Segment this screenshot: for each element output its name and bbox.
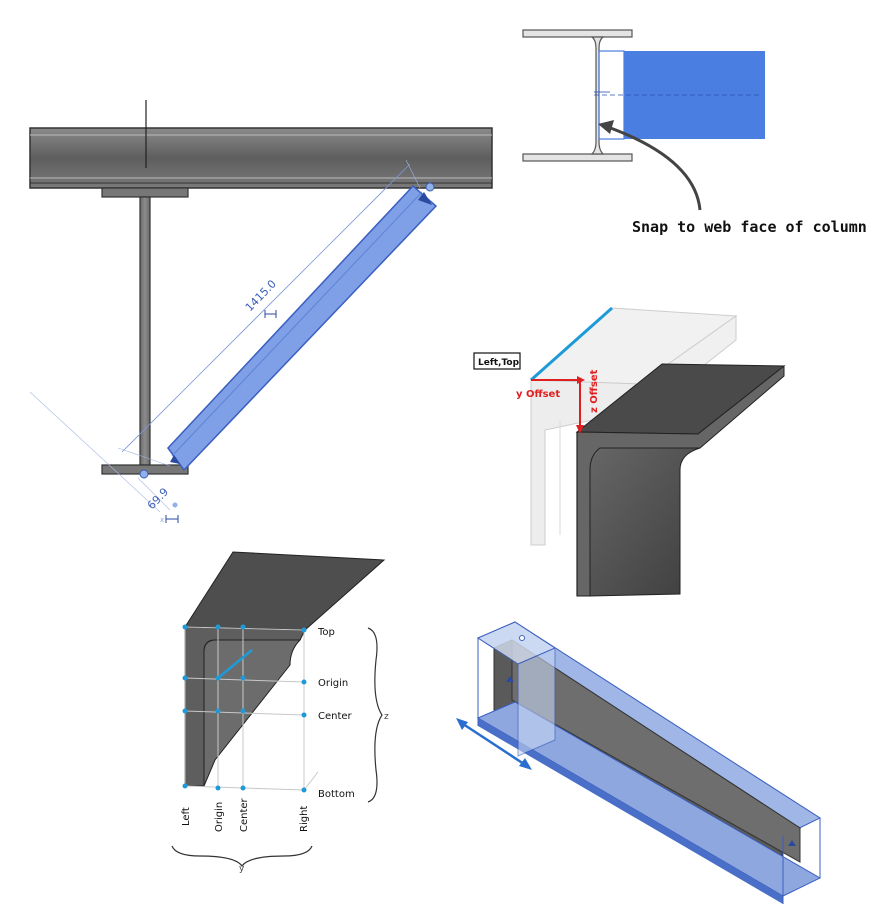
brace-top-node[interactable] — [425, 182, 435, 192]
column-plan-section[interactable] — [522, 29, 633, 162]
dimension-lock-icon[interactable] — [264, 310, 277, 318]
z-axis-label: z — [384, 712, 389, 722]
brace-end-arrow-bottom — [170, 455, 180, 464]
length-dimension[interactable]: 1415.0 — [117, 159, 421, 467]
offset-dimension[interactable]: 69.9 x — [29, 391, 179, 524]
reference-points[interactable] — [182, 624, 307, 793]
snap-callout-text: Snap to web face of column — [632, 218, 867, 236]
angle-solid[interactable] — [575, 363, 786, 597]
ibeam-solid[interactable] — [476, 621, 822, 904]
length-dimension-text: 1415.0 — [243, 277, 279, 314]
drag-grip-arrow[interactable] — [456, 718, 532, 770]
y-label-origin: Origin — [214, 802, 225, 832]
z-label-top: Top — [317, 627, 335, 638]
y-offset-label: y Offset — [516, 389, 560, 400]
centroid-highlight — [217, 649, 253, 679]
z-offset-label: z Offset — [589, 369, 600, 413]
y-label-right: Right — [299, 806, 310, 832]
z-label-center: Center — [318, 711, 353, 722]
z-offset-arrow — [576, 380, 584, 434]
y-axis-brace — [171, 845, 313, 868]
y-axis-label: y — [239, 864, 245, 874]
angle-reference-solid[interactable] — [184, 551, 386, 787]
diagonal-brace[interactable] — [167, 182, 438, 472]
y-label-center: Center — [239, 797, 250, 832]
brace-elevation-view: 1415.0 69.9 x — [29, 100, 493, 524]
svg-text:Left,Top: Left,Top — [478, 358, 520, 368]
snap-plan-view: Snap to web face of column — [522, 29, 867, 236]
brace-end-arrow-top — [418, 192, 432, 205]
z-label-bottom: Bottom — [318, 789, 355, 800]
angle-offset-view: y Offset z Offset Left,Top — [473, 306, 786, 597]
y-label-left: Left — [181, 807, 192, 826]
svg-text:x: x — [160, 516, 164, 524]
column-vertical[interactable] — [101, 187, 189, 479]
beam-horizontal[interactable] — [29, 127, 493, 189]
z-label-origin: Origin — [318, 678, 348, 689]
dimension-lock-icon[interactable] — [165, 515, 179, 523]
column-base-node[interactable] — [139, 469, 149, 479]
offset-dimension-text: 69.9 — [145, 485, 171, 512]
snap-callout-arrow — [598, 120, 702, 211]
ibeam-3d-view — [456, 621, 822, 904]
reference-grid-view: Top Origin Center Bottom Left Origin Cen… — [171, 551, 389, 874]
left-top-tag[interactable]: Left,Top — [473, 352, 521, 370]
z-axis-brace — [367, 627, 383, 803]
top-left-edge-highlight — [530, 306, 613, 382]
brace-plan-section[interactable] — [594, 50, 765, 140]
